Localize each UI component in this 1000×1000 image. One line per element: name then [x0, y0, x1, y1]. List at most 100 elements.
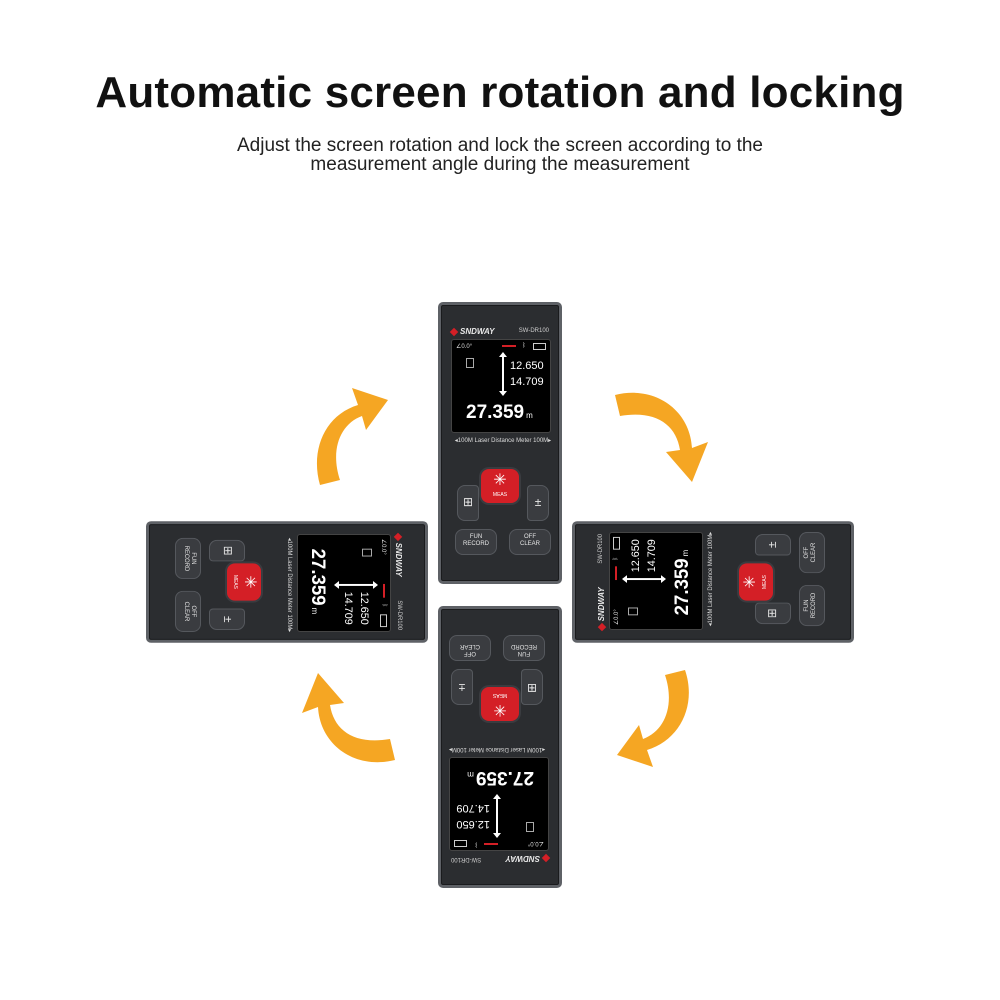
plus-minus-button[interactable]: ±: [451, 669, 473, 705]
unit-label: m: [526, 411, 533, 420]
area-mode-icon: ⊞: [221, 545, 235, 556]
mode-button[interactable]: ⊞: [521, 669, 543, 705]
record-label: RECORD: [183, 545, 189, 572]
meas-label: MEAS: [762, 575, 768, 589]
laser-star-icon: ✳: [493, 472, 507, 489]
area-mode-icon: ⊞: [526, 681, 538, 695]
fun-record-button[interactable]: FUN RECORD: [175, 537, 201, 580]
brand-logo: SNDWAY: [505, 854, 549, 863]
distance-arrow-icon: [499, 352, 507, 396]
meas-button[interactable]: ✳ MEAS: [227, 563, 261, 601]
device-caption: ◂100M Laser Distance Meter 100M▸: [448, 746, 546, 752]
off-clear-button[interactable]: OFF CLEAR: [509, 529, 551, 555]
distance-arrow-icon: [626, 578, 662, 581]
plus-minus-button[interactable]: ±: [755, 533, 791, 556]
mode-button[interactable]: ⊞: [755, 602, 791, 625]
mode-icon: [526, 822, 534, 832]
plus-minus-icon: ±: [221, 616, 235, 623]
bluetooth-icon: ᛒ: [474, 841, 478, 847]
plus-minus-icon: ±: [458, 681, 466, 695]
brand-logo: SNDWAY: [597, 587, 606, 630]
page-subtitle: Adjust the screen rotation and lock the …: [0, 136, 1000, 174]
distance-arrow-icon: [496, 798, 498, 834]
area-mode-icon: ⊞: [462, 495, 474, 509]
mode-button[interactable]: ⊞: [457, 485, 479, 521]
subtitle-line-2: measurement angle during the measurement: [310, 154, 690, 175]
reference-marker: [383, 583, 385, 598]
mode-icon: [362, 548, 372, 557]
unit-label: m: [467, 770, 474, 779]
device-bottom: SNDWAY SW-DR100 ∠0.0° ᛒ 12.650 14.709 27…: [438, 606, 562, 888]
model-number: SW-DR100: [518, 328, 549, 334]
meas-label: MEAS: [492, 692, 508, 698]
fun-record-button[interactable]: FUN RECORD: [455, 529, 497, 555]
main-reading: 27.359m: [306, 549, 328, 614]
laser-meter-device: SNDWAY SW-DR100 ∠0.0° ᛒ 12.650 14.709 27…: [438, 302, 562, 584]
brand-logo: SNDWAY: [451, 327, 495, 336]
status-bar: ∠0.0° ᛒ: [456, 343, 546, 351]
main-reading: 27.359m: [467, 766, 534, 788]
battery-icon: [613, 536, 620, 550]
main-reading-value: 27.359: [307, 548, 328, 606]
bluetooth-icon: ᛒ: [522, 343, 526, 349]
clear-label: CLEAR: [183, 601, 189, 622]
subtitle-line-1: Adjust the screen rotation and lock the …: [237, 135, 763, 156]
reading-2: 14.709: [646, 539, 658, 573]
meas-label: MEAS: [492, 492, 508, 498]
off-label: OFF: [464, 650, 476, 656]
mode-icon: [628, 607, 638, 616]
battery-icon: [380, 614, 387, 628]
meas-button[interactable]: ✳ MEAS: [481, 469, 519, 503]
reading-2: 14.709: [456, 802, 490, 814]
off-label: OFF: [190, 605, 196, 618]
device-right: SNDWAY SW-DR100 ∠0.0° ᛒ 12.650 14.709 27…: [572, 521, 854, 643]
reading-1: 12.650: [510, 360, 544, 372]
plus-minus-button[interactable]: ±: [209, 608, 245, 631]
clear-label: CLEAR: [460, 643, 481, 649]
meas-button[interactable]: ✳ MEAS: [481, 687, 519, 721]
status-bar: ∠0.0° ᛒ: [454, 839, 544, 847]
reading-1: 12.650: [456, 818, 490, 830]
device-screen: ∠0.0° ᛒ 12.650 14.709 27.359m: [297, 533, 391, 632]
reading-2: 14.709: [510, 376, 544, 388]
model-number: SW-DR100: [598, 533, 604, 564]
plus-minus-icon: ±: [534, 495, 542, 509]
plus-minus-icon: ±: [765, 541, 779, 548]
off-clear-button[interactable]: OFF CLEAR: [449, 635, 491, 661]
fun-label: FUN: [804, 599, 810, 612]
area-mode-icon: ⊞: [765, 608, 779, 619]
off-clear-button[interactable]: OFF CLEAR: [175, 590, 201, 632]
fun-label: FUN: [190, 552, 196, 565]
fun-label: FUN: [517, 650, 531, 656]
laser-star-icon: ✳: [493, 701, 507, 718]
off-clear-button[interactable]: OFF CLEAR: [799, 532, 825, 574]
angle-readout: ∠0.0°: [614, 609, 620, 626]
status-bar: ∠0.0° ᛒ: [613, 536, 621, 626]
mode-button[interactable]: ⊞: [209, 539, 245, 562]
reference-marker: [484, 843, 498, 845]
clear-label: CLEAR: [519, 541, 540, 547]
angle-readout: ∠0.0°: [456, 344, 473, 350]
meas-button[interactable]: ✳ MEAS: [739, 563, 773, 601]
fun-record-button[interactable]: FUN RECORD: [503, 635, 545, 661]
plus-minus-button[interactable]: ±: [527, 485, 549, 521]
curved-arrow-icon: [302, 673, 395, 763]
curved-arrow-icon: [617, 670, 689, 767]
meas-label: MEAS: [232, 575, 238, 589]
main-reading: 27.359m: [672, 550, 694, 615]
fun-record-button[interactable]: FUN RECORD: [799, 584, 825, 627]
device-caption: ◂100M Laser Distance Meter 100M▸: [708, 531, 714, 627]
clear-label: CLEAR: [811, 542, 817, 563]
device-caption: ◂100M Laser Distance Meter 100M▸: [286, 537, 292, 633]
curved-arrow-icon: [615, 392, 708, 482]
main-reading-value: 27.359: [672, 558, 693, 616]
battery-icon: [454, 840, 467, 847]
curved-arrow-icon: [316, 388, 388, 485]
model-number: SW-DR100: [396, 600, 402, 631]
record-label: RECORD: [811, 592, 817, 619]
reference-marker: [615, 566, 617, 581]
laser-star-icon: ✳: [742, 575, 759, 589]
record-label: RECORD: [511, 643, 538, 649]
battery-icon: [533, 343, 546, 350]
